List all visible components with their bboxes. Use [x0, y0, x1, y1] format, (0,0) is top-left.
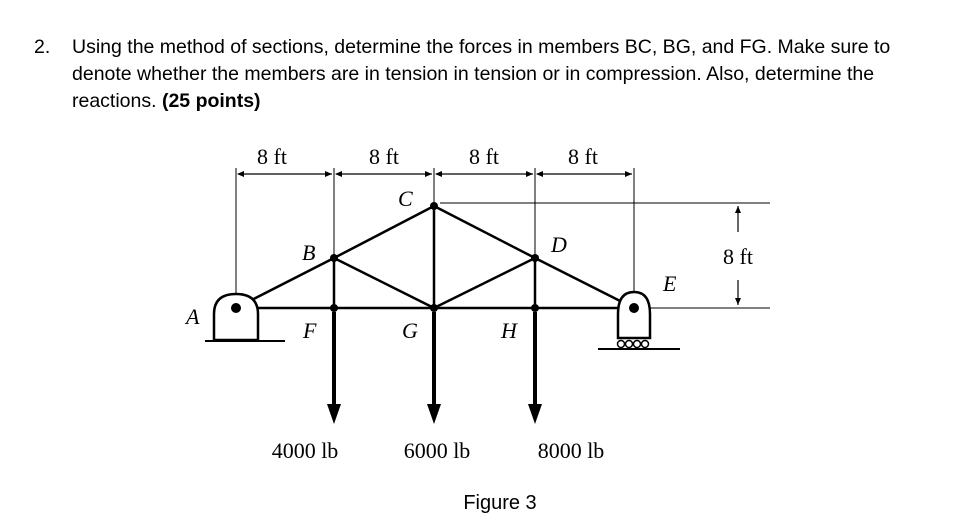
load-label-F: 4000 lb [272, 438, 339, 463]
joint-G [430, 304, 438, 312]
joint-label-E: E [662, 271, 677, 296]
load-label-G: 6000 lb [404, 438, 471, 463]
load-arrowheads [327, 404, 542, 424]
problem-text-block: Using the method of sections, determine … [72, 34, 912, 115]
pin-support-A [205, 292, 285, 342]
joint-F [330, 304, 338, 312]
figure-caption-text: Figure 3 [463, 492, 537, 514]
member-DG [432, 256, 537, 310]
dimension-extension-lines [235, 168, 635, 300]
truss-joints [330, 202, 539, 312]
joint-H [531, 304, 539, 312]
problem-number: 2. [34, 36, 51, 58]
joint-label-C: C [398, 186, 413, 211]
height-label: 8 ft [723, 244, 753, 269]
joint-label-A: A [184, 304, 200, 329]
joint-label-G: G [402, 318, 418, 343]
height-extension-lines [440, 202, 770, 309]
member-CD [432, 204, 537, 260]
span-label-3: 8 ft [469, 144, 499, 169]
problem-text: Using the method of sections, determine … [72, 36, 891, 112]
roller-support-E [598, 290, 680, 350]
span-label-2: 8 ft [369, 144, 399, 169]
problem-points: (25 points) [161, 90, 261, 112]
member-BC [332, 204, 436, 260]
span-label-4: 8 ft [568, 144, 598, 169]
member-BG [332, 256, 436, 310]
truss-members [234, 204, 636, 310]
joint-D [531, 254, 539, 262]
joint-label-F: F [302, 318, 317, 343]
joint-label-H: H [500, 318, 518, 343]
member-DE [533, 256, 636, 310]
span-label-1: 8 ft [257, 144, 287, 169]
joint-C [430, 202, 438, 210]
load-label-H: 8000 lb [538, 438, 605, 463]
joint-label-B: B [302, 240, 315, 265]
joint-label-D: D [550, 232, 567, 257]
joint-B [330, 254, 338, 262]
load-arrows [332, 312, 537, 408]
figure-caption: Figure 3 [0, 492, 956, 515]
